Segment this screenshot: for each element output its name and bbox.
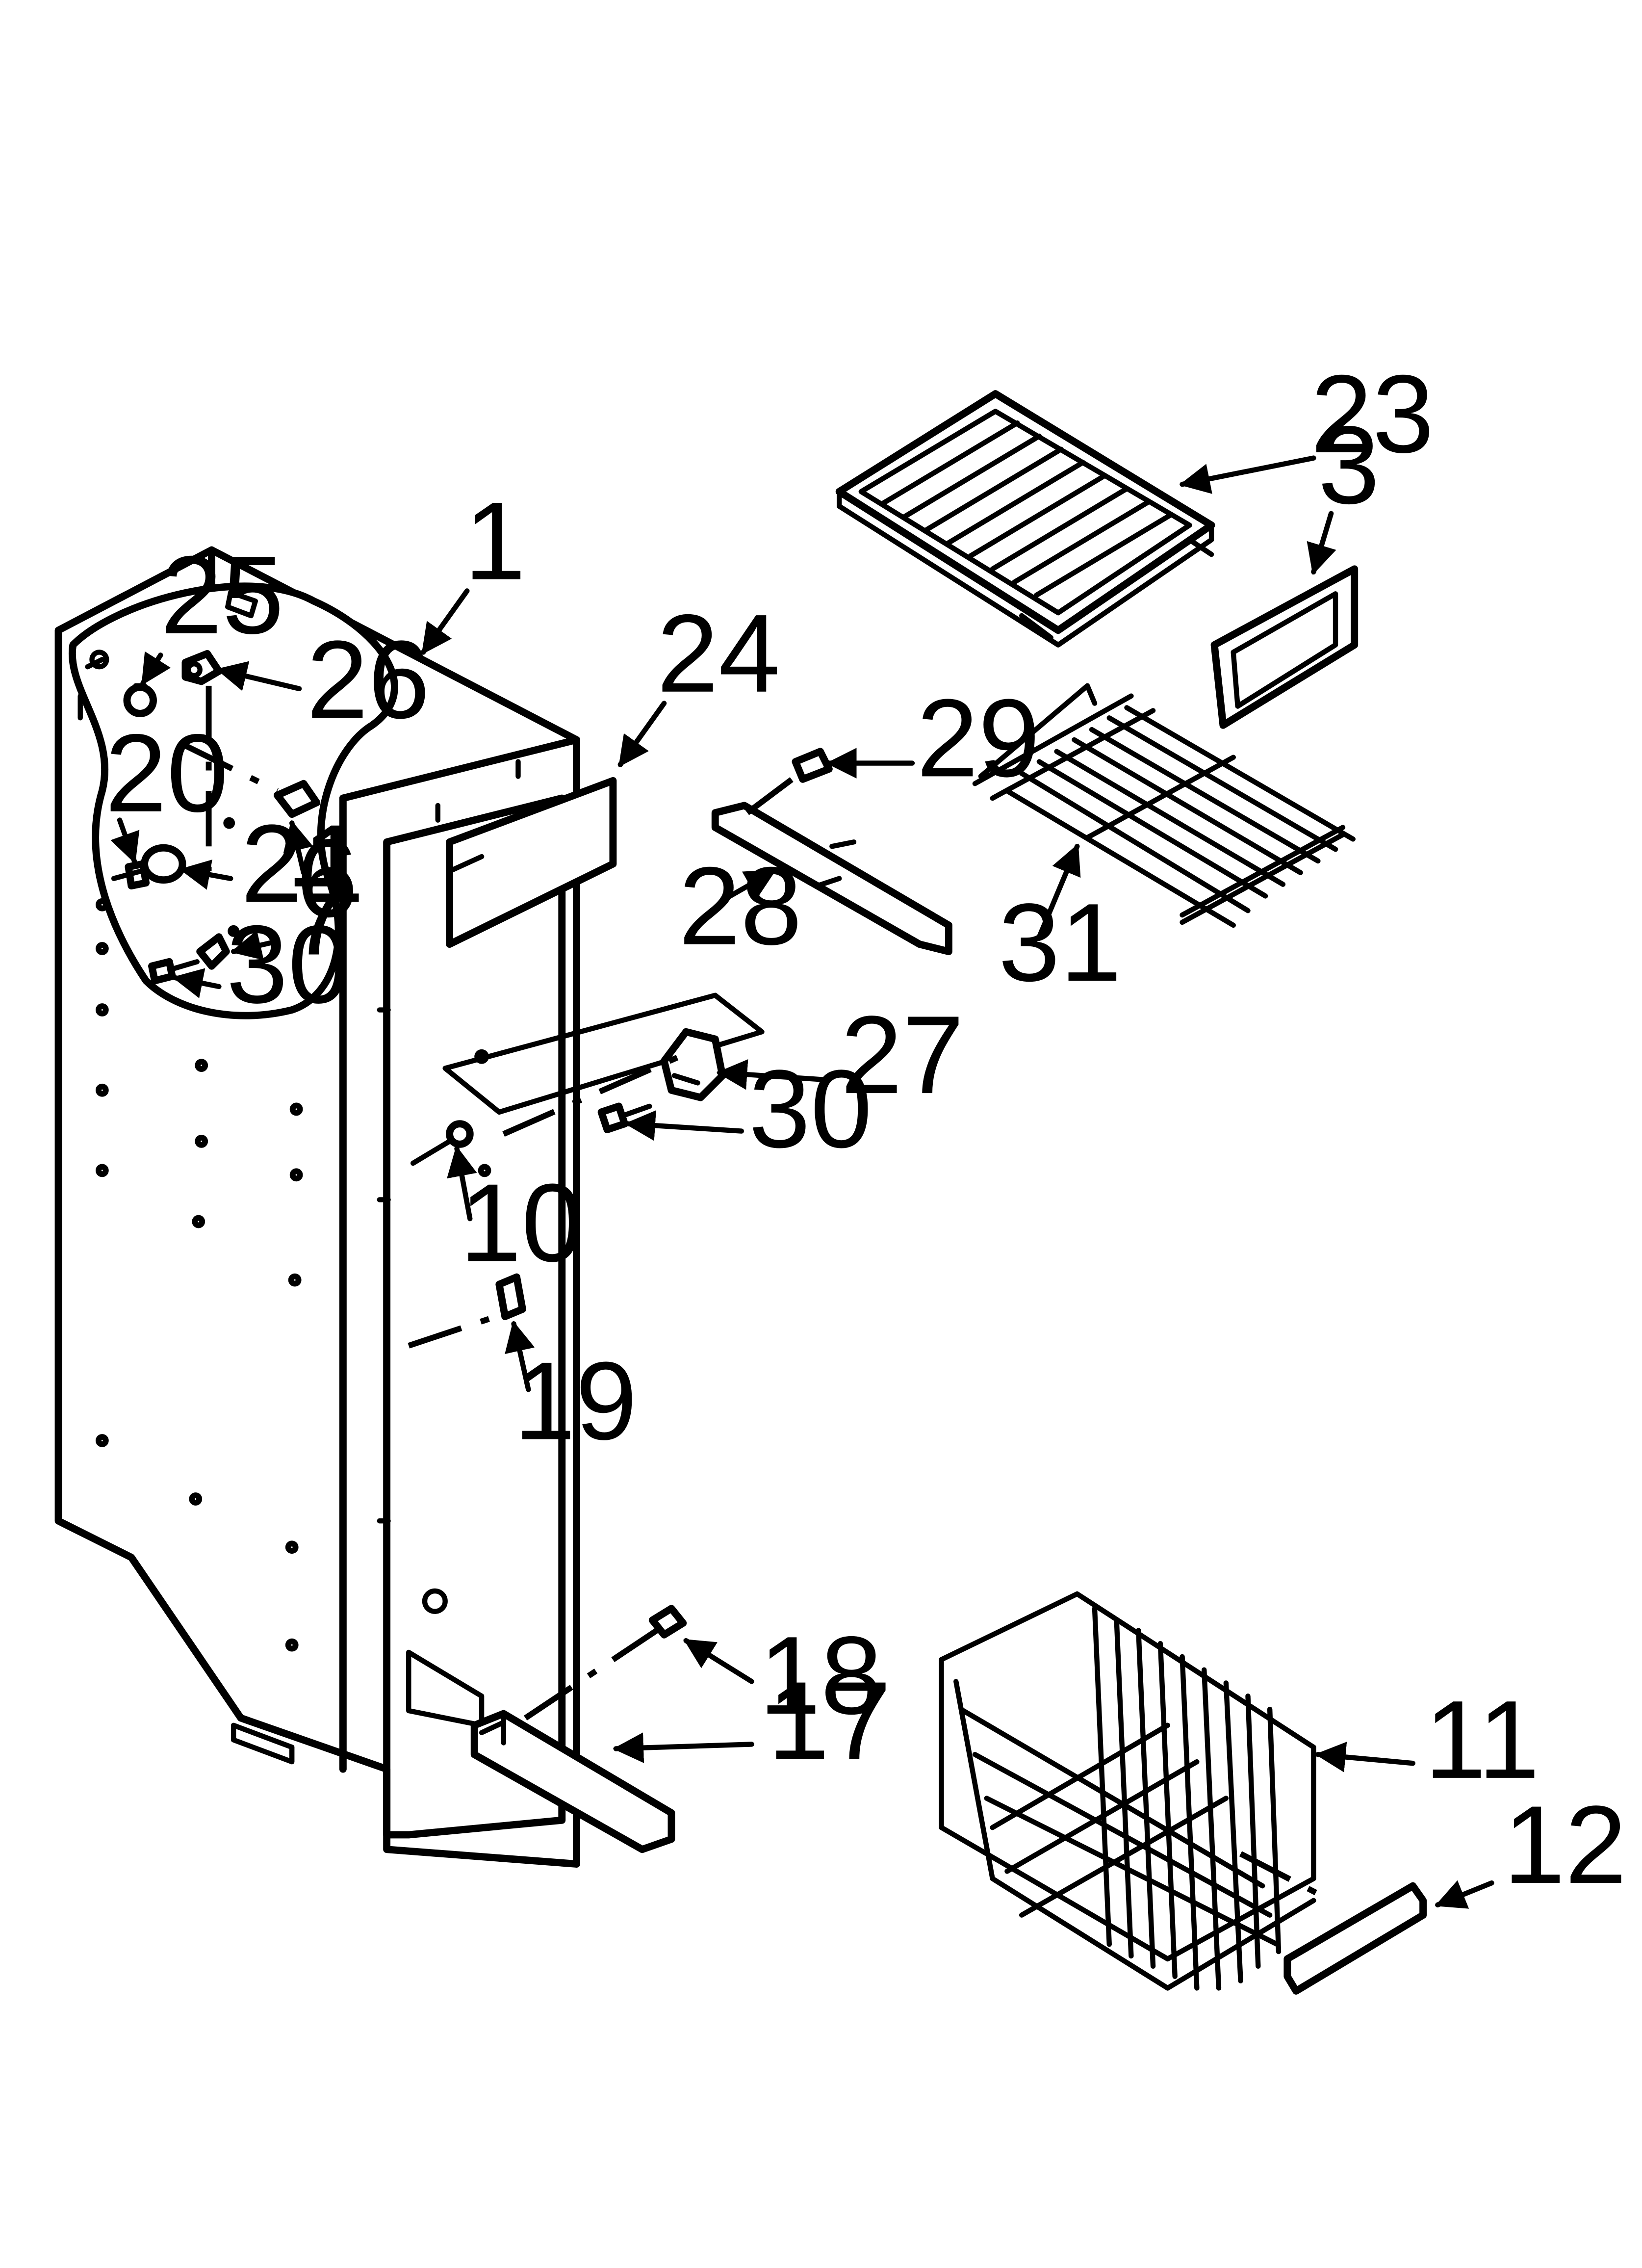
callout-7: 7	[289, 854, 351, 978]
trim-17	[470, 1710, 675, 1853]
glass-shelf-23	[835, 390, 1215, 648]
callout-labels: 1 23 3 24 25 26 20 21 6 7 30 29 28 31 27…	[105, 352, 1627, 1906]
plate-27	[442, 992, 765, 1115]
callout-17: 17	[768, 1658, 891, 1782]
callout-11: 11	[1425, 1677, 1540, 1801]
callout-12: 12	[1503, 1782, 1627, 1906]
air-duct-24	[446, 777, 617, 948]
damper-27	[660, 1028, 726, 1101]
callout-26: 26	[307, 617, 430, 741]
clip-7	[196, 933, 230, 970]
callout-31: 31	[999, 880, 1122, 1004]
thermostat-10	[410, 1120, 474, 1166]
shelf-support-28	[711, 802, 952, 955]
wire-shelf-31	[972, 683, 1356, 928]
screw-18	[648, 1605, 687, 1639]
callout-arrows	[110, 455, 1494, 1909]
callout-27: 27	[841, 992, 964, 1117]
wire-basket-11	[939, 1591, 1316, 1991]
shelf-frame-3	[1210, 565, 1359, 729]
callout-30-upper: 30	[226, 902, 350, 1026]
basket-trim-12	[1283, 1882, 1427, 1995]
callout-18: 18	[759, 1613, 883, 1737]
dash-line-f	[1239, 1851, 1333, 1903]
dash-line-d	[524, 1628, 659, 1721]
callout-3: 3	[1318, 403, 1380, 527]
callout-20: 20	[105, 711, 229, 835]
callout-23: 23	[1310, 352, 1434, 476]
dash-line-b	[181, 741, 279, 794]
bracket-6	[273, 780, 321, 818]
callout-10: 10	[460, 1160, 583, 1284]
callout-21: 21	[241, 801, 364, 925]
callout-28: 28	[679, 844, 802, 968]
light-socket-26	[181, 650, 223, 685]
light-bulb-25	[123, 683, 157, 717]
callout-25: 25	[160, 533, 284, 657]
callout-19: 19	[514, 1338, 638, 1462]
callout-30-lower: 30	[749, 1046, 872, 1171]
screw-29	[792, 748, 833, 783]
switch-19	[408, 1273, 526, 1349]
callout-6: 6	[296, 816, 358, 940]
dash-line-e	[745, 771, 802, 815]
liner-mounting-holes	[95, 898, 491, 1652]
dash-line-c	[502, 1051, 688, 1137]
callout-29: 29	[917, 676, 1040, 800]
callout-24: 24	[657, 591, 780, 715]
hole-a	[223, 817, 235, 829]
callout-1: 1	[464, 479, 526, 603]
